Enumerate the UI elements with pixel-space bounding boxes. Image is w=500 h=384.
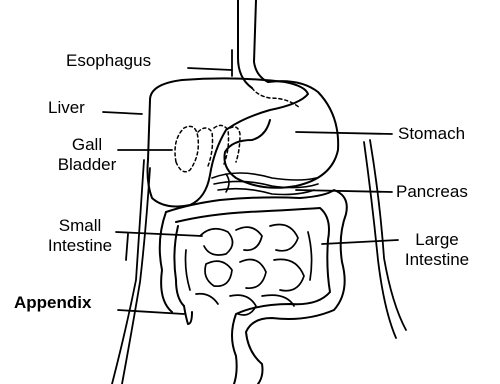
- esophagus-shape: [238, 0, 268, 88]
- label-gall-bladder: Gall Bladder: [52, 135, 122, 175]
- leader-liver: [103, 112, 142, 114]
- leader-stomach: [296, 132, 392, 134]
- label-large-intestine: Large Intestine: [392, 230, 482, 270]
- label-appendix: Appendix: [14, 293, 91, 313]
- label-small-intestine: Small Intestine: [30, 216, 130, 256]
- label-pancreas: Pancreas: [396, 182, 468, 202]
- leader-large-intestine: [322, 240, 398, 244]
- stomach-inner-dashed: [252, 88, 300, 108]
- large-intestine-inner: [176, 208, 330, 384]
- label-stomach: Stomach: [398, 124, 465, 144]
- small-intestine-shape: [186, 225, 312, 316]
- label-large-intestine-line2: Intestine: [392, 250, 482, 270]
- label-liver: Liver: [48, 98, 85, 118]
- label-small-intestine-line2: Intestine: [30, 236, 130, 256]
- label-gall-bladder-line2: Bladder: [52, 155, 122, 175]
- label-small-intestine-line1: Small: [30, 216, 130, 236]
- gall-bladder-shape: [175, 125, 240, 171]
- label-esophagus: Esophagus: [66, 51, 151, 71]
- label-large-intestine-line1: Large: [392, 230, 482, 250]
- stomach-shape: [224, 81, 338, 188]
- label-gall-bladder-line1: Gall: [52, 135, 122, 155]
- leader-appendix: [118, 310, 184, 314]
- ascending-colon-shape: [160, 212, 172, 312]
- leader-esophagus: [188, 68, 232, 70]
- appendix-shape: [184, 306, 192, 324]
